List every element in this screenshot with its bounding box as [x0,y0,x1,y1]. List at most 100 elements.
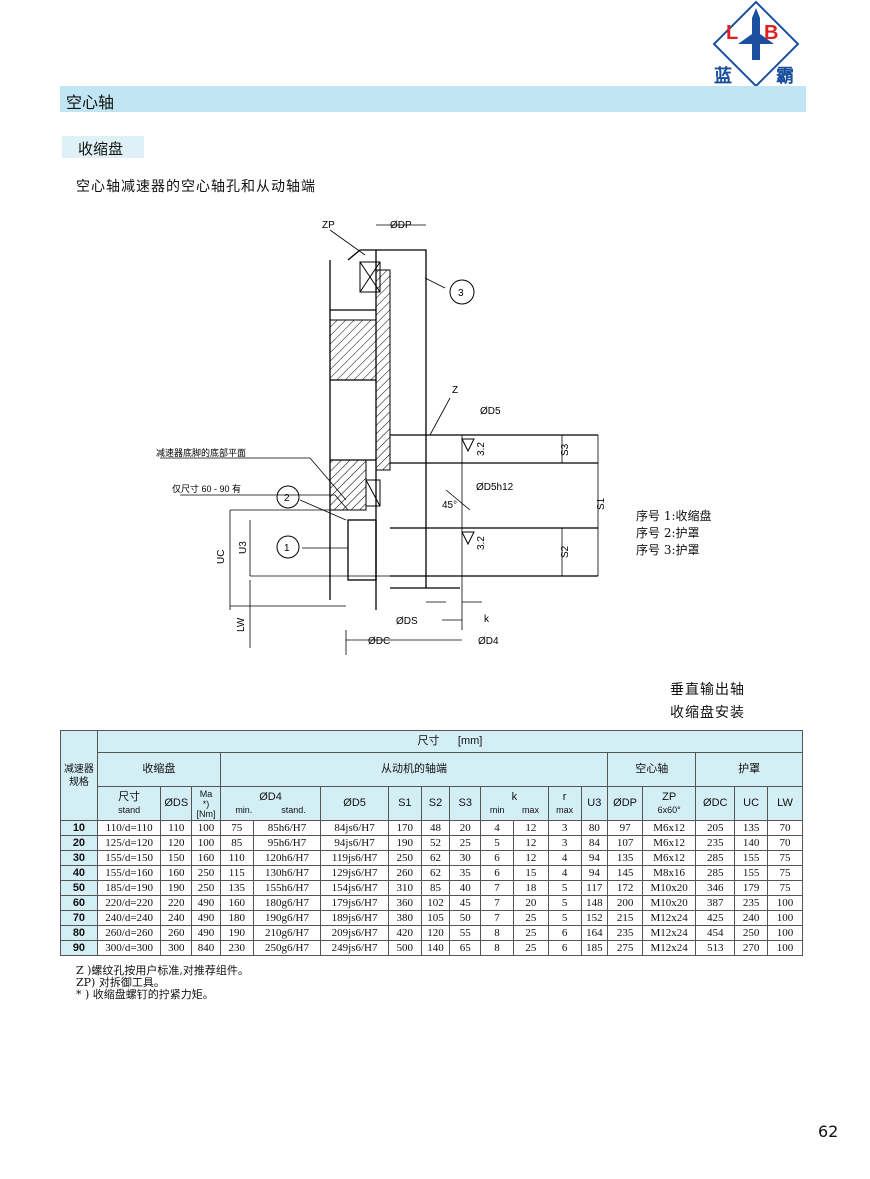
label-size-only: 仅尺寸 60 - 90 有 [172,483,241,494]
table-cell: 50 [449,910,482,926]
header-r-label: r [562,790,567,803]
header-zp-sub: 6x60° [657,804,681,815]
table-cell: 152 [580,910,609,926]
table-cell: 5 [480,835,514,851]
table-cell: 249js6/H7 [320,940,389,956]
table-cell: 130h6/H7 [252,865,322,881]
table-cell: 110 [160,820,193,836]
table-cell: M12x24 [641,940,697,956]
table-cell: 490 [191,895,221,911]
table-cell: 360 [387,895,422,911]
table-cell: 45 [449,895,482,911]
legend-item-1: 序号 1:收缩盘 [636,509,712,523]
table-cell: 97 [607,820,643,836]
table-cell: 513 [695,940,736,956]
table-cell: 240 [160,910,193,926]
table-row-size: 60 [60,895,98,911]
label-balloon-3: 3 [458,288,464,299]
table-cell: 285 [695,865,736,881]
table-cell: 18 [512,880,549,896]
table-cell: 155 [734,865,768,881]
subsection-title: 收缩盘 [78,140,124,158]
table-cell: 230 [219,940,254,956]
table-cell: 4 [480,820,514,836]
table-cell: 235 [734,895,768,911]
logo-letter-l: L [726,22,739,44]
table-cell: 160 [191,850,221,866]
label-rough-2: 3.2 [476,536,487,550]
header-k-label: k [511,790,518,803]
table-cell: 420 [387,925,422,941]
table-row-size: 80 [60,925,98,941]
table-cell: 155 [734,850,768,866]
table-cell: 25 [512,940,549,956]
table-rowhead-label: 减速器规格 [63,763,94,788]
header-s2: S2 [420,786,451,821]
header-size-sub: stand [118,804,141,815]
table-cell: M12x24 [641,925,697,941]
table-cell: 25 [512,910,549,926]
table-cell: 150 [160,850,193,866]
table-cell: 100 [767,925,803,941]
table-cell: 110/d=110 [96,820,162,836]
header-k-max: max [521,804,539,815]
table-cell: 300 [160,940,193,956]
table-cell: 5 [547,895,582,911]
table-cell: 7 [480,910,514,926]
table-cell: 15 [512,865,549,881]
table-cell: 62 [420,850,451,866]
header-r-max: max [556,804,574,815]
table-cell: 155/d=160 [96,865,162,881]
table-cell: 70 [767,820,803,836]
group-guard: 护罩 [695,752,803,787]
table-cell: 260/d=260 [96,925,162,941]
table-cell: 185/d=190 [96,880,162,896]
label-d4: ØD4 [478,636,499,647]
table-cell: 387 [695,895,736,911]
table-cell: 209js6/H7 [320,925,389,941]
table-cell: 220 [160,895,193,911]
table-cell: 25 [512,925,549,941]
table-cell: 346 [695,880,736,896]
caption-line-2: 收缩盘安装 [670,705,745,721]
table-cell: 172 [607,880,643,896]
table-cell: 75 [767,880,803,896]
table-cell: 65 [449,940,482,956]
table-cell: 100 [767,940,803,956]
table-cell: 120 [160,835,193,851]
table-cell: 190 [387,835,422,851]
table-cell: 95h6/H7 [252,835,322,851]
header-ds: ØDS [160,786,193,821]
table-cell: 8 [480,925,514,941]
header-u3: U3 [580,786,609,821]
table-cell: 6 [480,865,514,881]
footnote-ma: * ) 收缩盘螺钉的拧紧力矩。 [76,988,214,1001]
table-cell: 120 [420,925,451,941]
table-cell: 4 [547,850,582,866]
table-cell: 62 [420,865,451,881]
table-cell: 250g6/H7 [252,940,322,956]
table-cell: 115 [219,865,254,881]
header-d4-label: ØD4 [259,790,282,803]
table-cell: 179 [734,880,768,896]
header-dp: ØDP [607,786,643,821]
table-cell: M6x12 [641,850,697,866]
header-d5: ØD5 [320,786,389,821]
table-cell: 250 [387,850,422,866]
table-cell: 215 [607,910,643,926]
label-d5: ØD5 [480,406,501,417]
label-rough-1: 3.2 [476,442,487,456]
table-cell: 75 [767,850,803,866]
legend-item-2: 序号 2:护罩 [636,526,700,540]
description: 空心轴减速器的空心轴孔和从动轴端 [76,179,316,195]
label-z: Z [452,385,458,396]
table-cell: 185 [580,940,609,956]
table-cell: 235 [607,925,643,941]
table-cell: 84js6/H7 [320,820,389,836]
